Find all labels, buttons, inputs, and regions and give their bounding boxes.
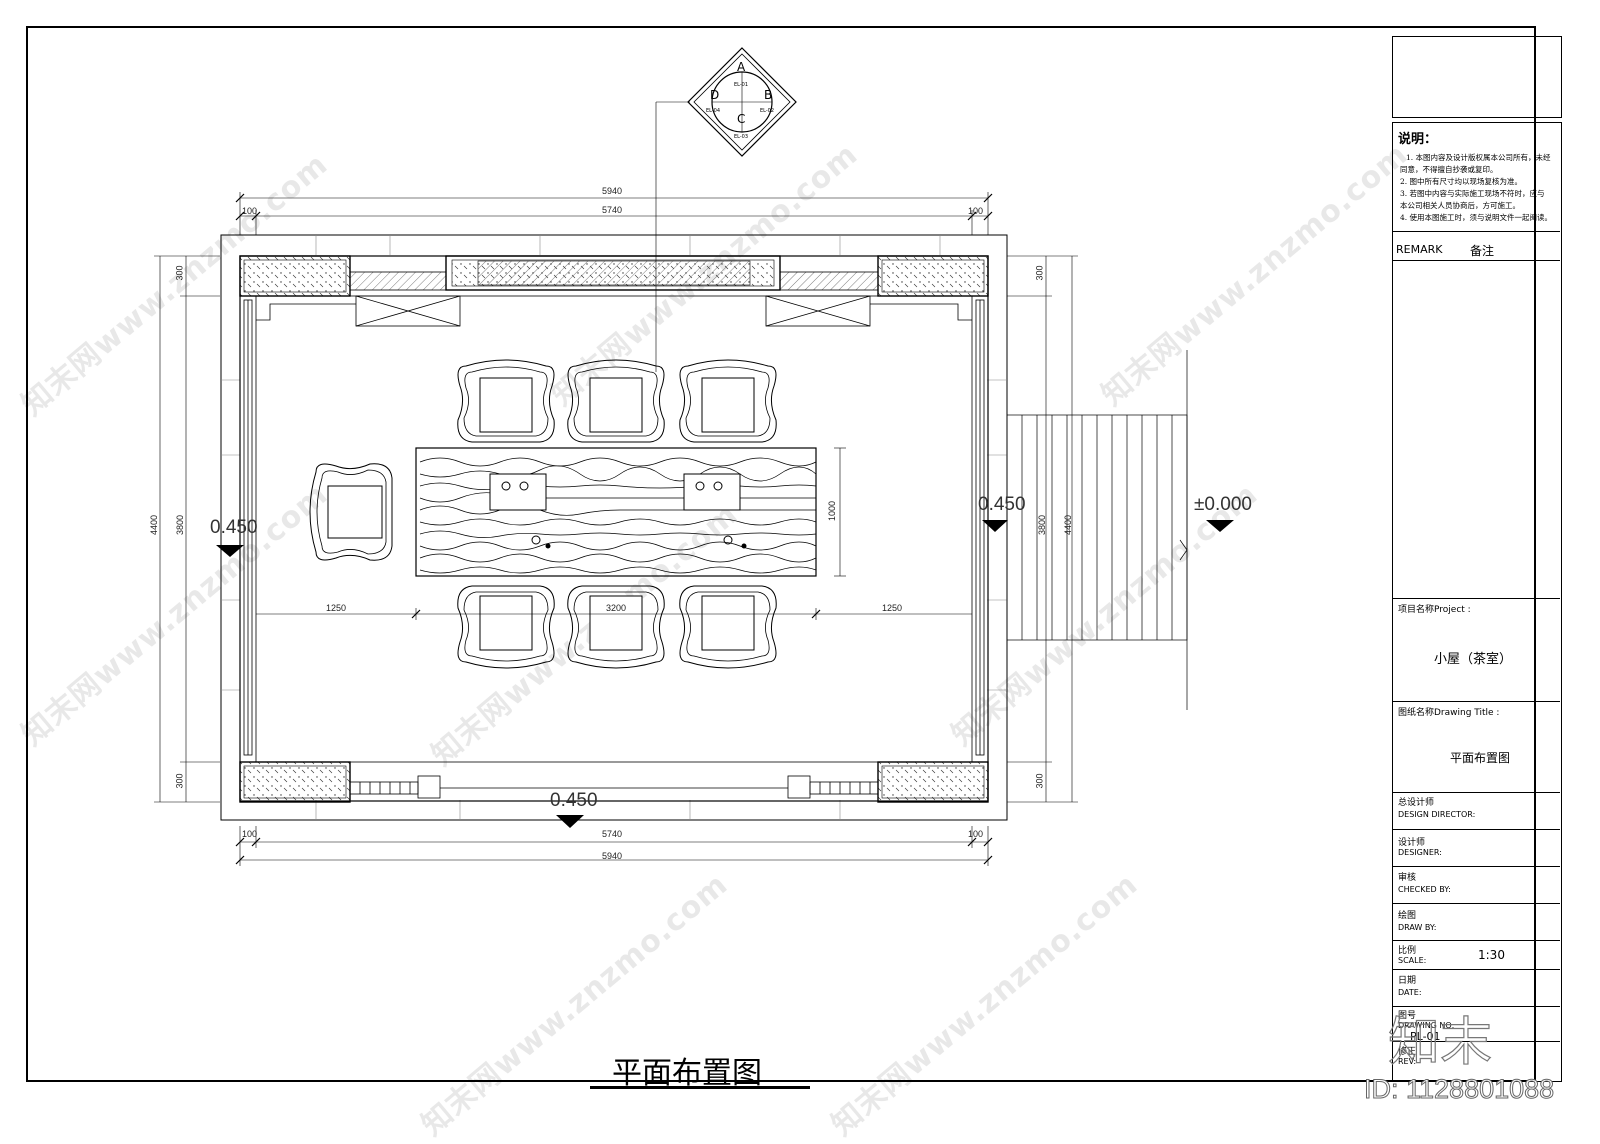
dim-left-total: 4400 <box>149 514 160 536</box>
dim-right-inner: 3800 <box>1037 514 1048 536</box>
scale-cn: 比例 <box>1398 946 1417 956</box>
level-right: 0.450 <box>978 494 1026 515</box>
drawing-title: 平面布置图 <box>612 1056 762 1091</box>
title-block: 说明： REMARK 备注 项目名称Project : 小屋（茶室） 图纸名称D… <box>1392 36 1564 1082</box>
drawing-title-label: 图纸名称Drawing Title : <box>1398 708 1500 718</box>
dim-table-width: 1000 <box>827 500 838 522</box>
divider <box>1392 829 1560 830</box>
drawing-frame <box>26 26 1536 1082</box>
note-line: 本公司相关人员协商后，方可施工。 <box>1400 201 1520 210</box>
elevation-ref-left: EL-04 <box>706 108 721 114</box>
dim-bottom-left-wall: 100 <box>242 829 258 839</box>
remark-label: REMARK <box>1396 243 1443 256</box>
dim-table-right-gap: 1250 <box>882 603 903 613</box>
chair <box>567 585 665 669</box>
level-bottom: 0.450 <box>550 790 598 811</box>
note-line: 4. 使用本图施工时，须与说明文件一起阅读。 <box>1400 213 1553 222</box>
floor-plan <box>154 47 1234 866</box>
scale-value: 1:30 <box>1478 948 1505 962</box>
dim-right-total: 4400 <box>1063 514 1074 536</box>
note-line: 3. 若图中内容与实际施工现场不符时，应与 <box>1400 189 1545 198</box>
elevation-label-top: A <box>737 60 746 74</box>
dim-top-total: 5940 <box>602 186 623 196</box>
designer-cn: 设计师 <box>1398 838 1426 848</box>
project-label: 项目名称Project : <box>1398 605 1471 615</box>
dim-left-inner: 3800 <box>175 514 186 536</box>
divider <box>1392 1006 1560 1007</box>
elevation-ref-bottom: EL-03 <box>734 134 749 140</box>
chair <box>679 585 777 669</box>
dim-top-inner: 5740 <box>602 205 623 215</box>
dim-top-left-wall: 100 <box>242 206 258 216</box>
elevation-label-right: B <box>764 88 773 102</box>
corner-columns <box>239 255 989 803</box>
outdoor-steps <box>1006 350 1188 710</box>
director-cn: 总设计师 <box>1398 798 1435 808</box>
chair <box>679 359 777 443</box>
elevation-index-symbol <box>687 47 797 157</box>
elevation-ref-right: EL-02 <box>760 108 775 114</box>
dim-bottom-right-wall: 100 <box>968 829 984 839</box>
drawing-no-cn: 图号 <box>1398 1011 1417 1021</box>
divider <box>1392 866 1560 867</box>
divider <box>1392 1041 1560 1042</box>
chair <box>457 585 555 669</box>
chair <box>309 463 393 561</box>
dim-table-left-gap: 1250 <box>326 603 347 613</box>
note-line: 2. 图中所有尺寸均以现场复核为准。 <box>1400 177 1523 186</box>
date-cn: 日期 <box>1398 976 1417 986</box>
designer-en: DESIGNER: <box>1398 848 1442 857</box>
note-line: 1. 本图内容及设计版权属本公司所有，未经 <box>1406 153 1551 162</box>
project-name: 小屋（茶室） <box>1434 652 1513 667</box>
divider <box>1392 701 1560 702</box>
divider <box>1392 969 1560 970</box>
divider <box>1392 940 1560 941</box>
notes-list: 1. 本图内容及设计版权属本公司所有，未经 同意，不得擅自抄袭或复印。 2. 图… <box>1400 152 1558 224</box>
dim-bottom-total: 5940 <box>602 851 623 861</box>
divider <box>1392 231 1560 232</box>
divider <box>1392 598 1560 599</box>
tea-table <box>415 447 817 577</box>
elevation-label-left: D <box>710 88 720 102</box>
dim-left-top-wall: 300 <box>174 265 185 281</box>
chair <box>457 359 555 443</box>
divider <box>1392 260 1560 261</box>
scale-en: SCALE: <box>1398 956 1427 965</box>
dim-left-bottom-wall: 300 <box>174 773 185 789</box>
watermark-id: ID: 1128801088 <box>1363 1074 1555 1105</box>
elevation-label-bottom: C <box>737 112 746 126</box>
title-block-border <box>1392 122 1562 1082</box>
drawing-title-underline <box>590 1086 810 1089</box>
chair <box>567 359 665 443</box>
date-en: DATE: <box>1398 988 1422 997</box>
level-outside: ±0.000 <box>1194 494 1252 515</box>
notes-heading: 说明： <box>1398 132 1438 147</box>
dim-right-bottom-wall: 300 <box>1034 773 1045 789</box>
dim-top-right-wall: 100 <box>968 206 984 216</box>
elevation-ref-top: EL-01 <box>734 82 749 88</box>
divider <box>1392 792 1560 793</box>
note-line: 同意，不得擅自抄袭或复印。 <box>1400 165 1498 174</box>
drawing-no-value: PL-01 <box>1410 1030 1441 1043</box>
level-left: 0.450 <box>210 517 258 538</box>
draw-en: DRAW BY: <box>1398 923 1437 932</box>
dim-table-length: 3200 <box>606 603 627 613</box>
checked-en: CHECKED BY: <box>1398 885 1451 894</box>
divider <box>1392 903 1560 904</box>
rev-cn: 修正 <box>1398 1047 1417 1057</box>
logo-box <box>1392 36 1562 118</box>
director-en: DESIGN DIRECTOR: <box>1398 810 1476 819</box>
draw-cn: 绘图 <box>1398 911 1417 921</box>
drawing-title-value: 平面布置图 <box>1450 751 1511 765</box>
remark-cn: 备注 <box>1470 244 1495 258</box>
drawing-no-en: DRAWING NO: <box>1398 1021 1455 1030</box>
watermark-logo: 知末 <box>1387 1012 1493 1073</box>
checked-cn: 审核 <box>1398 873 1417 883</box>
dim-bottom-inner: 5740 <box>602 829 623 839</box>
rev-en: REV: <box>1398 1057 1417 1066</box>
dim-right-top-wall: 300 <box>1034 265 1045 281</box>
